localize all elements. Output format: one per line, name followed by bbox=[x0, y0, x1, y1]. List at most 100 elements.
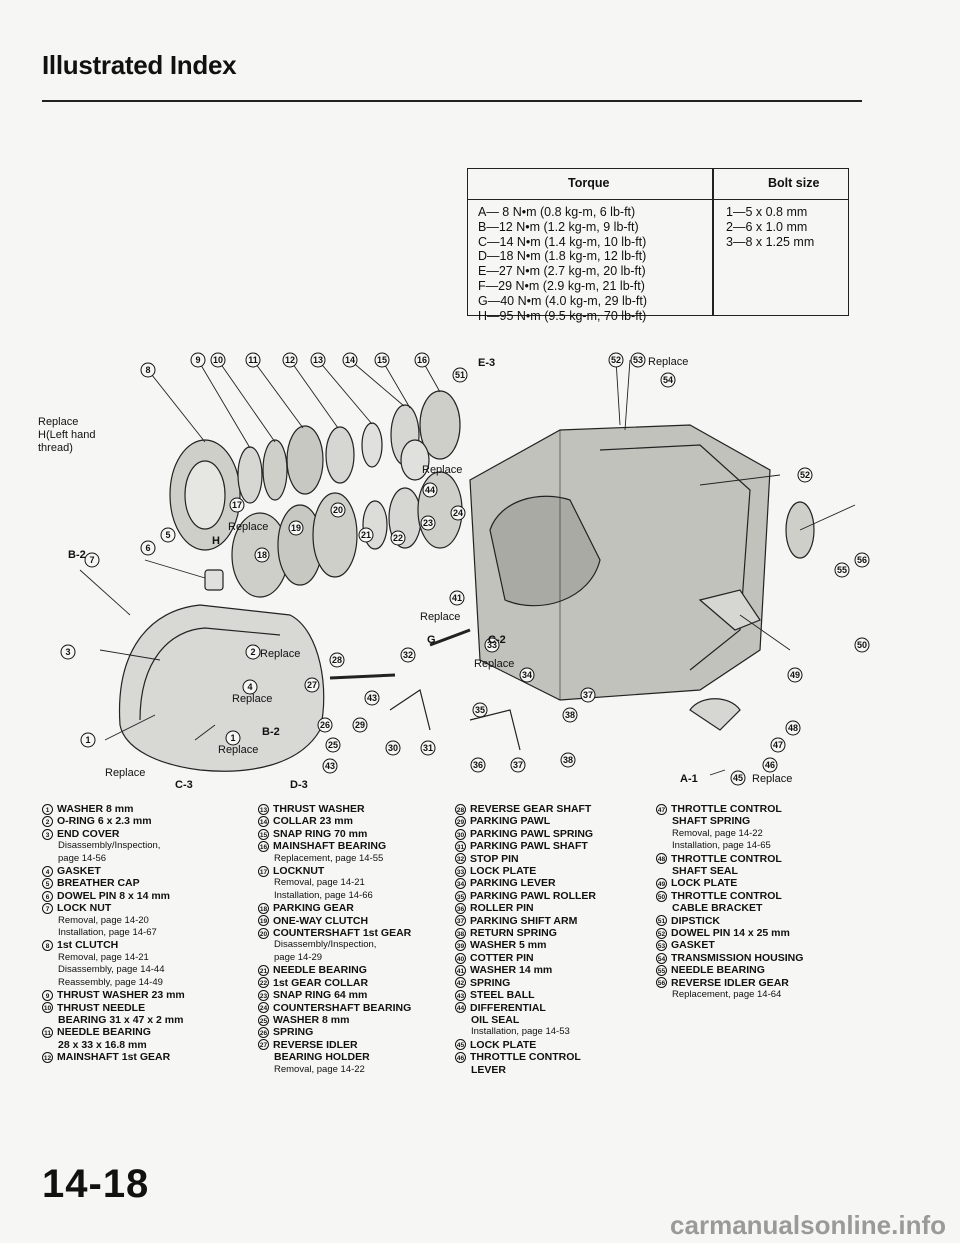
reverse-shaft-shape bbox=[329, 673, 396, 680]
callout-32: 32 bbox=[403, 650, 413, 660]
label-d3: D-3 bbox=[290, 779, 308, 790]
label-b2: B-2 bbox=[68, 549, 86, 561]
torque-table: Torque Bolt size A— 8 N•m (0.8 kg-m, 6 l… bbox=[467, 168, 849, 323]
callout-55: 55 bbox=[837, 565, 847, 575]
title-rule bbox=[42, 100, 862, 102]
torque-row: B—12 N•m (1.2 kg-m, 9 lb-ft) bbox=[478, 219, 639, 234]
callout-35: 35 bbox=[475, 705, 485, 715]
label-left-hand: H(Left hand bbox=[38, 429, 95, 441]
callout-2: 2 bbox=[250, 647, 255, 657]
torque-header: Torque bbox=[568, 176, 610, 190]
torque-table-header: Torque Bolt size bbox=[468, 169, 848, 200]
pawl-shaft-shape bbox=[429, 628, 471, 647]
callout-52: 52 bbox=[611, 355, 621, 365]
torque-row: H—95 N•m (9.5 kg-m, 70 lb-ft) bbox=[478, 308, 647, 323]
label-g: G bbox=[427, 634, 436, 646]
clutch-drum-inner bbox=[184, 460, 226, 530]
callout-22: 22 bbox=[393, 533, 403, 543]
callout-8: 8 bbox=[145, 365, 150, 375]
label-replace: Replace bbox=[420, 611, 460, 623]
label-replace: Replace bbox=[218, 744, 258, 756]
callout-14: 14 bbox=[345, 355, 355, 365]
callout-40: 37 bbox=[583, 690, 593, 700]
callout-16: 16 bbox=[417, 355, 427, 365]
callout-13: 13 bbox=[313, 355, 323, 365]
callout-39: 38 bbox=[565, 710, 575, 720]
callout-17: 17 bbox=[232, 500, 242, 510]
callout-21: 21 bbox=[361, 530, 371, 540]
label-h: H bbox=[212, 535, 220, 547]
label-replace: Replace bbox=[105, 767, 145, 779]
exploded-view-diagram: 8 9 10 11 12 13 14 15 16 51 52 53 54 52 … bbox=[38, 352, 870, 790]
torque-values: A— 8 N•m (0.8 kg-m, 6 lb-ft) B—12 N•m (1… bbox=[478, 205, 647, 323]
label-e3: E-3 bbox=[478, 357, 495, 369]
page-number: 14-18 bbox=[42, 1162, 150, 1206]
collar-shape bbox=[361, 422, 383, 468]
callout-53: 53 bbox=[633, 355, 643, 365]
callout-34: 34 bbox=[522, 670, 532, 680]
bearing-shape bbox=[419, 390, 461, 460]
callout-51: 51 bbox=[455, 370, 465, 380]
parking-lever-shape bbox=[389, 689, 431, 731]
callout-46: 46 bbox=[765, 760, 775, 770]
callout-26: 26 bbox=[320, 720, 330, 730]
bolt-size-header: Bolt size bbox=[768, 176, 820, 190]
callout-11: 11 bbox=[248, 355, 258, 365]
bolt-row: 3—8 x 1.25 mm bbox=[726, 234, 815, 249]
label-thread: thread) bbox=[38, 442, 73, 454]
housing-flange bbox=[599, 444, 751, 671]
throttle-lever-shape bbox=[698, 589, 761, 631]
gear-shape bbox=[286, 425, 324, 495]
callout-18: 18 bbox=[257, 550, 267, 560]
torque-row: C—14 N•m (1.4 kg-m, 10 lb-ft) bbox=[478, 234, 647, 249]
gear-shape bbox=[325, 426, 355, 484]
counter-gear-shape bbox=[312, 492, 358, 578]
callout-25: 25 bbox=[328, 740, 338, 750]
breather-cap-shape bbox=[204, 569, 224, 591]
callout-28: 28 bbox=[332, 655, 342, 665]
bolt-row: 2—6 x 1.0 mm bbox=[726, 219, 808, 234]
callout-23: 23 bbox=[423, 518, 433, 528]
callout-9: 9 bbox=[195, 355, 200, 365]
callout-1b: 1 bbox=[85, 735, 90, 745]
watermark: carmanualsonline.info bbox=[670, 1210, 946, 1240]
end-cover-rib bbox=[139, 627, 281, 721]
callout-47: 47 bbox=[773, 740, 783, 750]
label-replace: Replace bbox=[260, 648, 300, 660]
callout-10: 10 bbox=[213, 355, 223, 365]
callout-6: 6 bbox=[145, 543, 150, 553]
gear-shape bbox=[237, 446, 263, 504]
callout-54: 54 bbox=[663, 375, 673, 385]
label-replace: Replace bbox=[752, 773, 792, 785]
callout-33: 33 bbox=[487, 640, 497, 650]
callout-52b: 52 bbox=[800, 470, 810, 480]
